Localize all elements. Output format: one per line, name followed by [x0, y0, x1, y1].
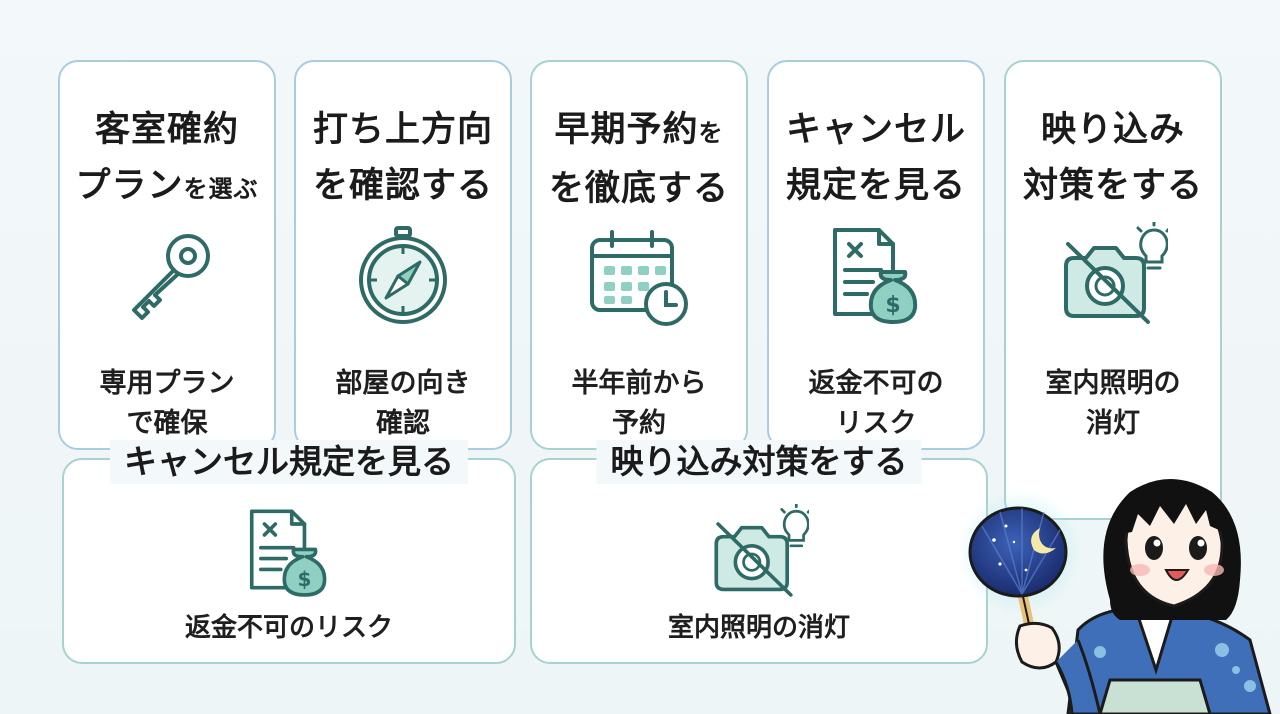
document-money-bag-icon: $	[249, 509, 327, 597]
card-caption: 専用プラン で確保	[99, 368, 235, 439]
card-title: 映り込み 対策をする	[1022, 110, 1203, 206]
compass-icon	[359, 226, 447, 324]
card-title: 客室確約 プランを選ぶ	[75, 110, 259, 206]
bottom-card-reflection-prevention: 映り込み対策をする 室内照明の消灯	[530, 440, 988, 664]
calendar-clock-icon	[590, 230, 688, 326]
card-caption: 部屋の向き 確認	[335, 368, 471, 439]
document-money-bag-icon: $	[833, 228, 918, 324]
card-caption: 半年前から 予約	[571, 368, 707, 439]
camera-off-light-icon	[714, 504, 809, 597]
camera-off-light-icon	[1064, 222, 1168, 324]
card-title: 早期予約を を徹底する	[548, 110, 729, 209]
card-caption: 室内照明の 消灯	[1045, 368, 1181, 439]
card-launch-direction: 打ち上方向 を確認する 部屋の向き 確認	[294, 60, 512, 450]
card-reflection-prevention: 映り込み 対策をする 室内照明の 消灯	[1004, 60, 1222, 520]
girl-with-fan-illustration	[960, 479, 1272, 714]
card-title: キャンセル 規定を見る	[785, 110, 966, 206]
bottom-card-caption: 室内照明の消灯	[667, 613, 850, 643]
bottom-card-caption: 返金不可のリスク	[184, 613, 393, 643]
svg-text:$: $	[297, 567, 311, 591]
card-cancellation-policy: キャンセル 規定を見る $ 返金不可の リスク	[767, 60, 985, 450]
key-icon	[132, 234, 210, 320]
card-title: 打ち上方向 を確認する	[312, 110, 493, 206]
bottom-card-title: 映り込み対策をする	[596, 440, 922, 484]
card-early-booking: 早期予約を を徹底する 半年前から 予約	[530, 60, 748, 450]
card-room-guarantee: 客室確約 プランを選ぶ 専用プラン で確保	[58, 60, 276, 450]
card-caption: 返金不可の リスク	[808, 368, 944, 439]
bottom-card-title: キャンセル規定を見る	[110, 440, 468, 484]
svg-text:$: $	[885, 293, 900, 318]
bottom-card-cancellation-policy: キャンセル規定を見る $ 返金不可のリスク	[62, 440, 516, 664]
